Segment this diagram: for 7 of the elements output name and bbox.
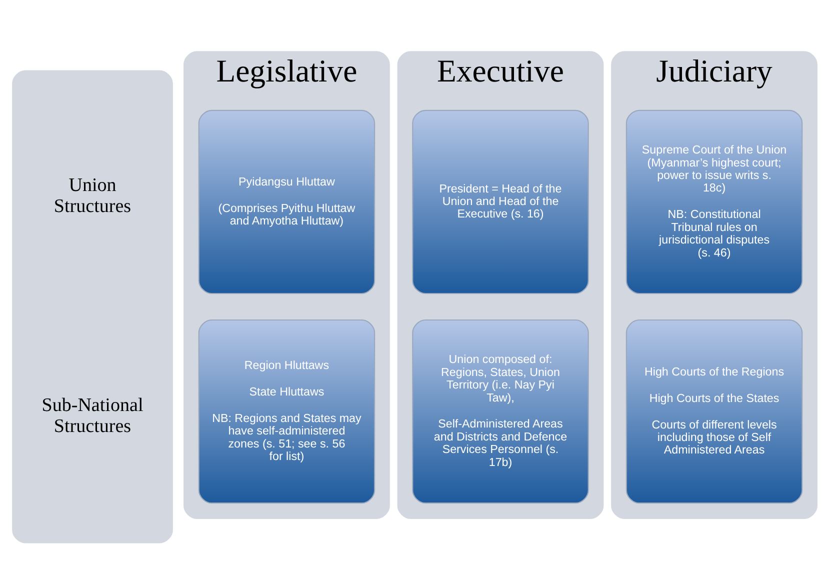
node-box: Union composed of: Regions, States, Union Territory (i.e. Nay Pyi Taw), Self-Administered Areas and Districts and Defence Services Personnel (s. 17b): [412, 319, 589, 504]
node-box: Pyidangsu Hluttaw (Comprises Pyithu Hluttaw and Amyotha Hluttaw): [198, 110, 376, 294]
node-box: President = Head of the Union and Head of the Executive (s. 16): [412, 110, 589, 294]
node-box: Region Hluttaws State Hluttaws NB: Regions and States may have self-administered zones (s. 51; see s. 56 for list): [198, 319, 376, 504]
node-box: Supreme Court of the Union (Myanmar’s highest court; power to issue writs s. 18c) NB: Constitutional Tribunal rules on jurisdictional disputes (s. 46): [626, 110, 803, 294]
node-box: Union Structures Sub-National Structures: [12, 70, 173, 544]
node-box: High Courts of the Regions High Courts of the States Courts of different levels including those of Self Administered Areas: [626, 319, 803, 504]
